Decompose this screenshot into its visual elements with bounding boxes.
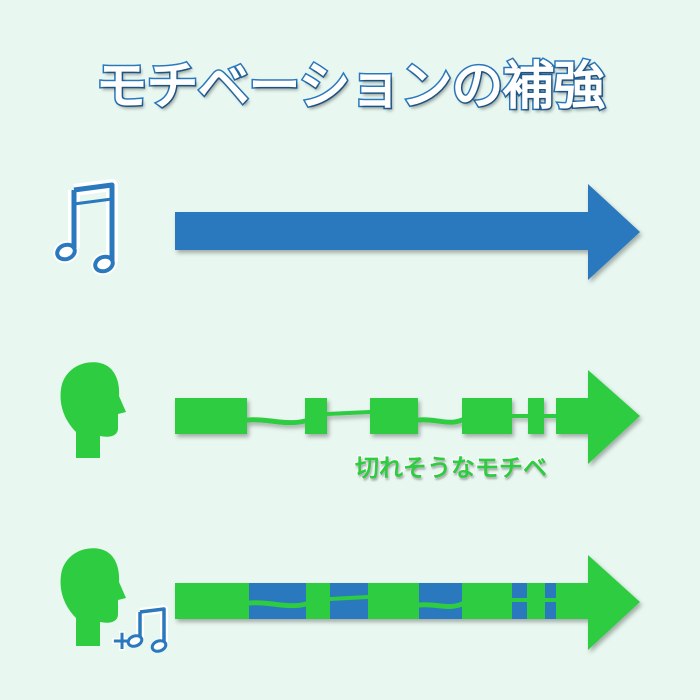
arrow-solid-blue [175,184,640,280]
small-music-notes-icon [126,605,168,653]
music-notes-icon [53,179,118,276]
weak-motivation-caption: 切れそうなモチベ [354,453,548,483]
arrow-broken-green [175,370,640,464]
head-silhouette-icon [60,548,126,646]
arrow-reinforced [175,555,640,650]
head-silhouette-icon [60,362,126,458]
diagram-title: モチベーションの補強 [94,56,607,119]
